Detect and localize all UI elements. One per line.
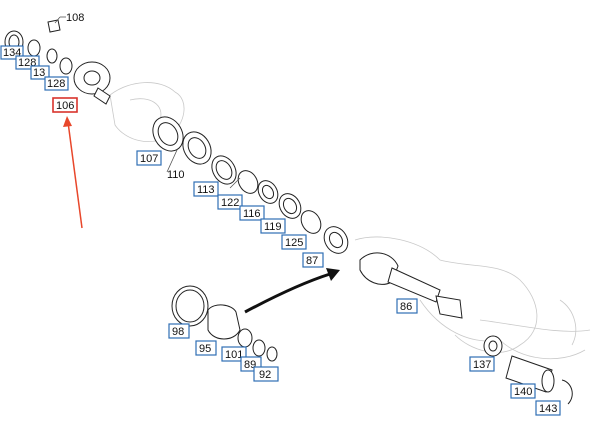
- callout-92[interactable]: 92: [253, 366, 279, 382]
- callout-128-lower-box: [44, 76, 69, 91]
- callout-116-box: [239, 205, 265, 221]
- callout-101[interactable]: 101: [221, 346, 247, 362]
- callout-101-label: 101: [225, 349, 243, 361]
- callout-128-lower-label: 128: [47, 78, 65, 90]
- callout-125[interactable]: 125: [281, 234, 307, 250]
- callout-95[interactable]: 95: [195, 340, 217, 356]
- callout-98-box: [168, 323, 190, 339]
- callout-13[interactable]: 13: [30, 65, 50, 80]
- callout-116-label: 116: [243, 208, 261, 220]
- callout-110-label: 110: [167, 169, 185, 181]
- callout-106-box: [52, 97, 78, 113]
- callout-95-box: [195, 340, 217, 356]
- callout-86-box: [396, 298, 418, 314]
- callout-122-label: 122: [221, 197, 239, 209]
- callout-119-box: [260, 218, 286, 234]
- callout-128-lower[interactable]: 128: [44, 76, 69, 91]
- callout-116[interactable]: 116: [239, 205, 265, 221]
- callout-95-label: 95: [199, 343, 211, 355]
- callout-143[interactable]: 143: [535, 400, 561, 416]
- callout-107-label: 107: [140, 153, 158, 165]
- callout-106-label: 106: [56, 100, 74, 112]
- callout-101-box: [221, 346, 247, 362]
- callout-113[interactable]: 113: [193, 181, 219, 197]
- callout-137[interactable]: 137: [469, 356, 495, 372]
- callout-110[interactable]: 110: [167, 169, 185, 181]
- drive-shaft-drawing: [359, 252, 573, 405]
- boot-joint-drawing: [171, 285, 278, 362]
- callout-86[interactable]: 86: [396, 298, 418, 314]
- pointer-arrow: [63, 116, 83, 229]
- callout-125-box: [281, 234, 307, 250]
- callout-86-label: 86: [400, 301, 412, 313]
- callout-87-label: 87: [306, 255, 318, 267]
- callout-119-label: 119: [264, 221, 282, 233]
- callout-87[interactable]: 87: [302, 252, 324, 268]
- callout-98-label: 98: [172, 326, 184, 338]
- callout-87-box: [302, 252, 324, 268]
- callout-125-label: 125: [285, 237, 303, 249]
- callout-106-selected[interactable]: 106: [52, 97, 78, 113]
- bearing-stack-drawing: [152, 116, 349, 254]
- callout-137-label: 137: [473, 359, 491, 371]
- callout-89-label: 89: [244, 359, 256, 371]
- callout-13-box: [30, 65, 50, 80]
- callout-140-box: [510, 383, 536, 399]
- callout-107-box: [136, 150, 162, 166]
- background-housing-sketch: [109, 82, 591, 360]
- callout-122[interactable]: 122: [217, 194, 243, 210]
- leader-lines: [54, 16, 241, 189]
- callout-119[interactable]: 119: [260, 218, 286, 234]
- hub-assembly-drawing: [4, 19, 111, 105]
- callout-92-label: 92: [259, 369, 271, 381]
- callout-143-label: 143: [539, 403, 557, 415]
- callout-140-label: 140: [514, 386, 532, 398]
- callout-122-box: [217, 194, 243, 210]
- callout-108-label: 108: [66, 12, 84, 24]
- callout-98[interactable]: 98: [168, 323, 190, 339]
- callout-140[interactable]: 140: [510, 383, 536, 399]
- callout-92-box: [253, 366, 279, 382]
- callout-113-box: [193, 181, 219, 197]
- callout-13-label: 13: [33, 67, 45, 79]
- flow-arrow: [244, 268, 340, 314]
- callout-108[interactable]: 108: [66, 12, 84, 24]
- callout-137-box: [469, 356, 495, 372]
- callout-143-box: [535, 400, 561, 416]
- callout-107[interactable]: 107: [136, 150, 162, 166]
- callout-113-label: 113: [197, 184, 215, 196]
